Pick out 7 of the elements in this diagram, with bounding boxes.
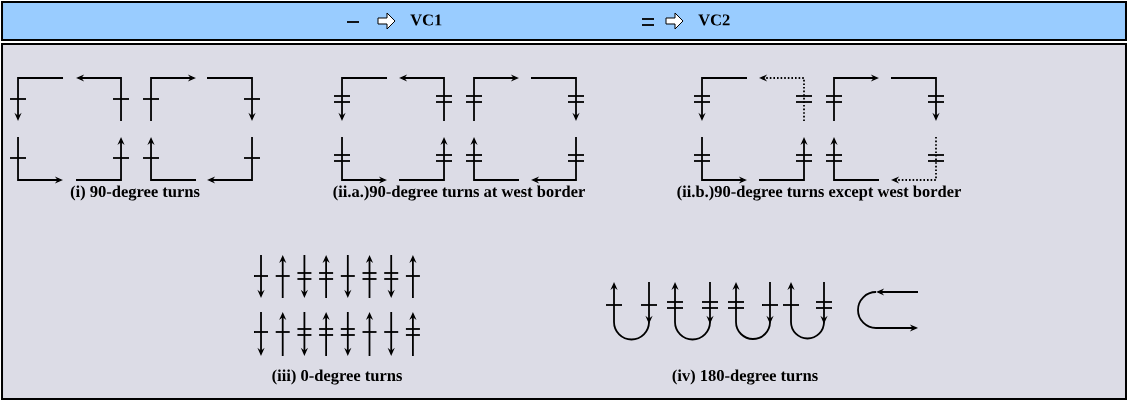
legend-label: VC1 — [410, 14, 442, 26]
caption: (ii.a.)90-degree turns at west border — [333, 185, 585, 201]
caption: (iii) 0-degree turns — [272, 369, 402, 385]
legend-label: VC2 — [698, 14, 730, 26]
caption: (iv) 180-degree turns — [672, 369, 818, 385]
caption: (i) 90-degree turns — [70, 185, 200, 201]
caption: (ii.b.)90-degree turns except west border — [677, 185, 961, 201]
